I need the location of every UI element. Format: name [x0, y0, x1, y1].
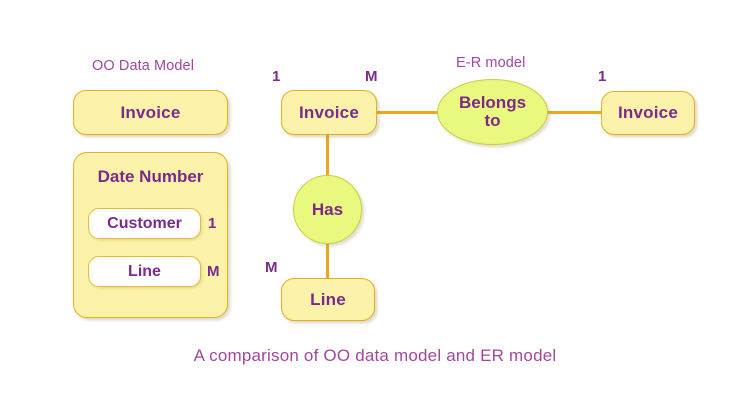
er-entity-label-line: Line: [310, 289, 346, 309]
oo-detail-class-attributes: Date Number: [97, 167, 204, 186]
connector-invoice-left-to-has: [326, 130, 329, 182]
cardinality-line-left: M: [265, 259, 278, 276]
oo-data-model-label: OO Data Model: [92, 58, 195, 74]
oo-member-cardinality-line: M: [207, 263, 220, 280]
er-entity-label-invoice-left: Invoice: [299, 102, 359, 122]
er-relationship-belongs-to[interactable]: Belongs to: [437, 79, 548, 145]
oo-detail-class-container[interactable]: Date Number Customer 1 Line M: [73, 152, 228, 318]
er-entity-line[interactable]: Line: [281, 278, 375, 321]
cardinality-invoice-left-top: 1: [272, 68, 281, 85]
connector-belongs-to-to-invoice-right: [540, 111, 606, 114]
er-entity-label-invoice-right: Invoice: [618, 103, 678, 122]
er-relationship-label-belongs-to-line1: Belongs: [458, 93, 527, 113]
connector-has-to-line: [326, 238, 329, 282]
diagram-caption: A comparison of OO data model and ER mod…: [193, 346, 557, 365]
oo-member-cardinality-customer: 1: [208, 215, 217, 232]
er-entity-invoice-right[interactable]: Invoice: [601, 91, 695, 135]
oo-member-box-customer[interactable]: Customer: [88, 208, 201, 239]
oo-member-box-line[interactable]: Line: [88, 256, 201, 287]
cardinality-invoice-right-top: 1: [598, 68, 607, 85]
er-model-label: E-R model: [456, 55, 526, 71]
cardinality-invoice-left-right: M: [365, 68, 378, 85]
er-entity-invoice-left[interactable]: Invoice: [281, 90, 377, 135]
oo-invoice-class-label: Invoice: [120, 102, 181, 122]
oo-member-label-line: Line: [128, 262, 161, 280]
oo-member-label-customer: Customer: [107, 214, 182, 232]
connector-invoice-left-to-belongs-to: [372, 111, 446, 114]
oo-invoice-class-box[interactable]: Invoice: [73, 90, 228, 135]
er-relationship-label-has: Has: [311, 199, 344, 219]
er-relationship-label-belongs-to-line2: to: [484, 111, 501, 130]
er-relationship-has[interactable]: Has: [293, 175, 362, 244]
